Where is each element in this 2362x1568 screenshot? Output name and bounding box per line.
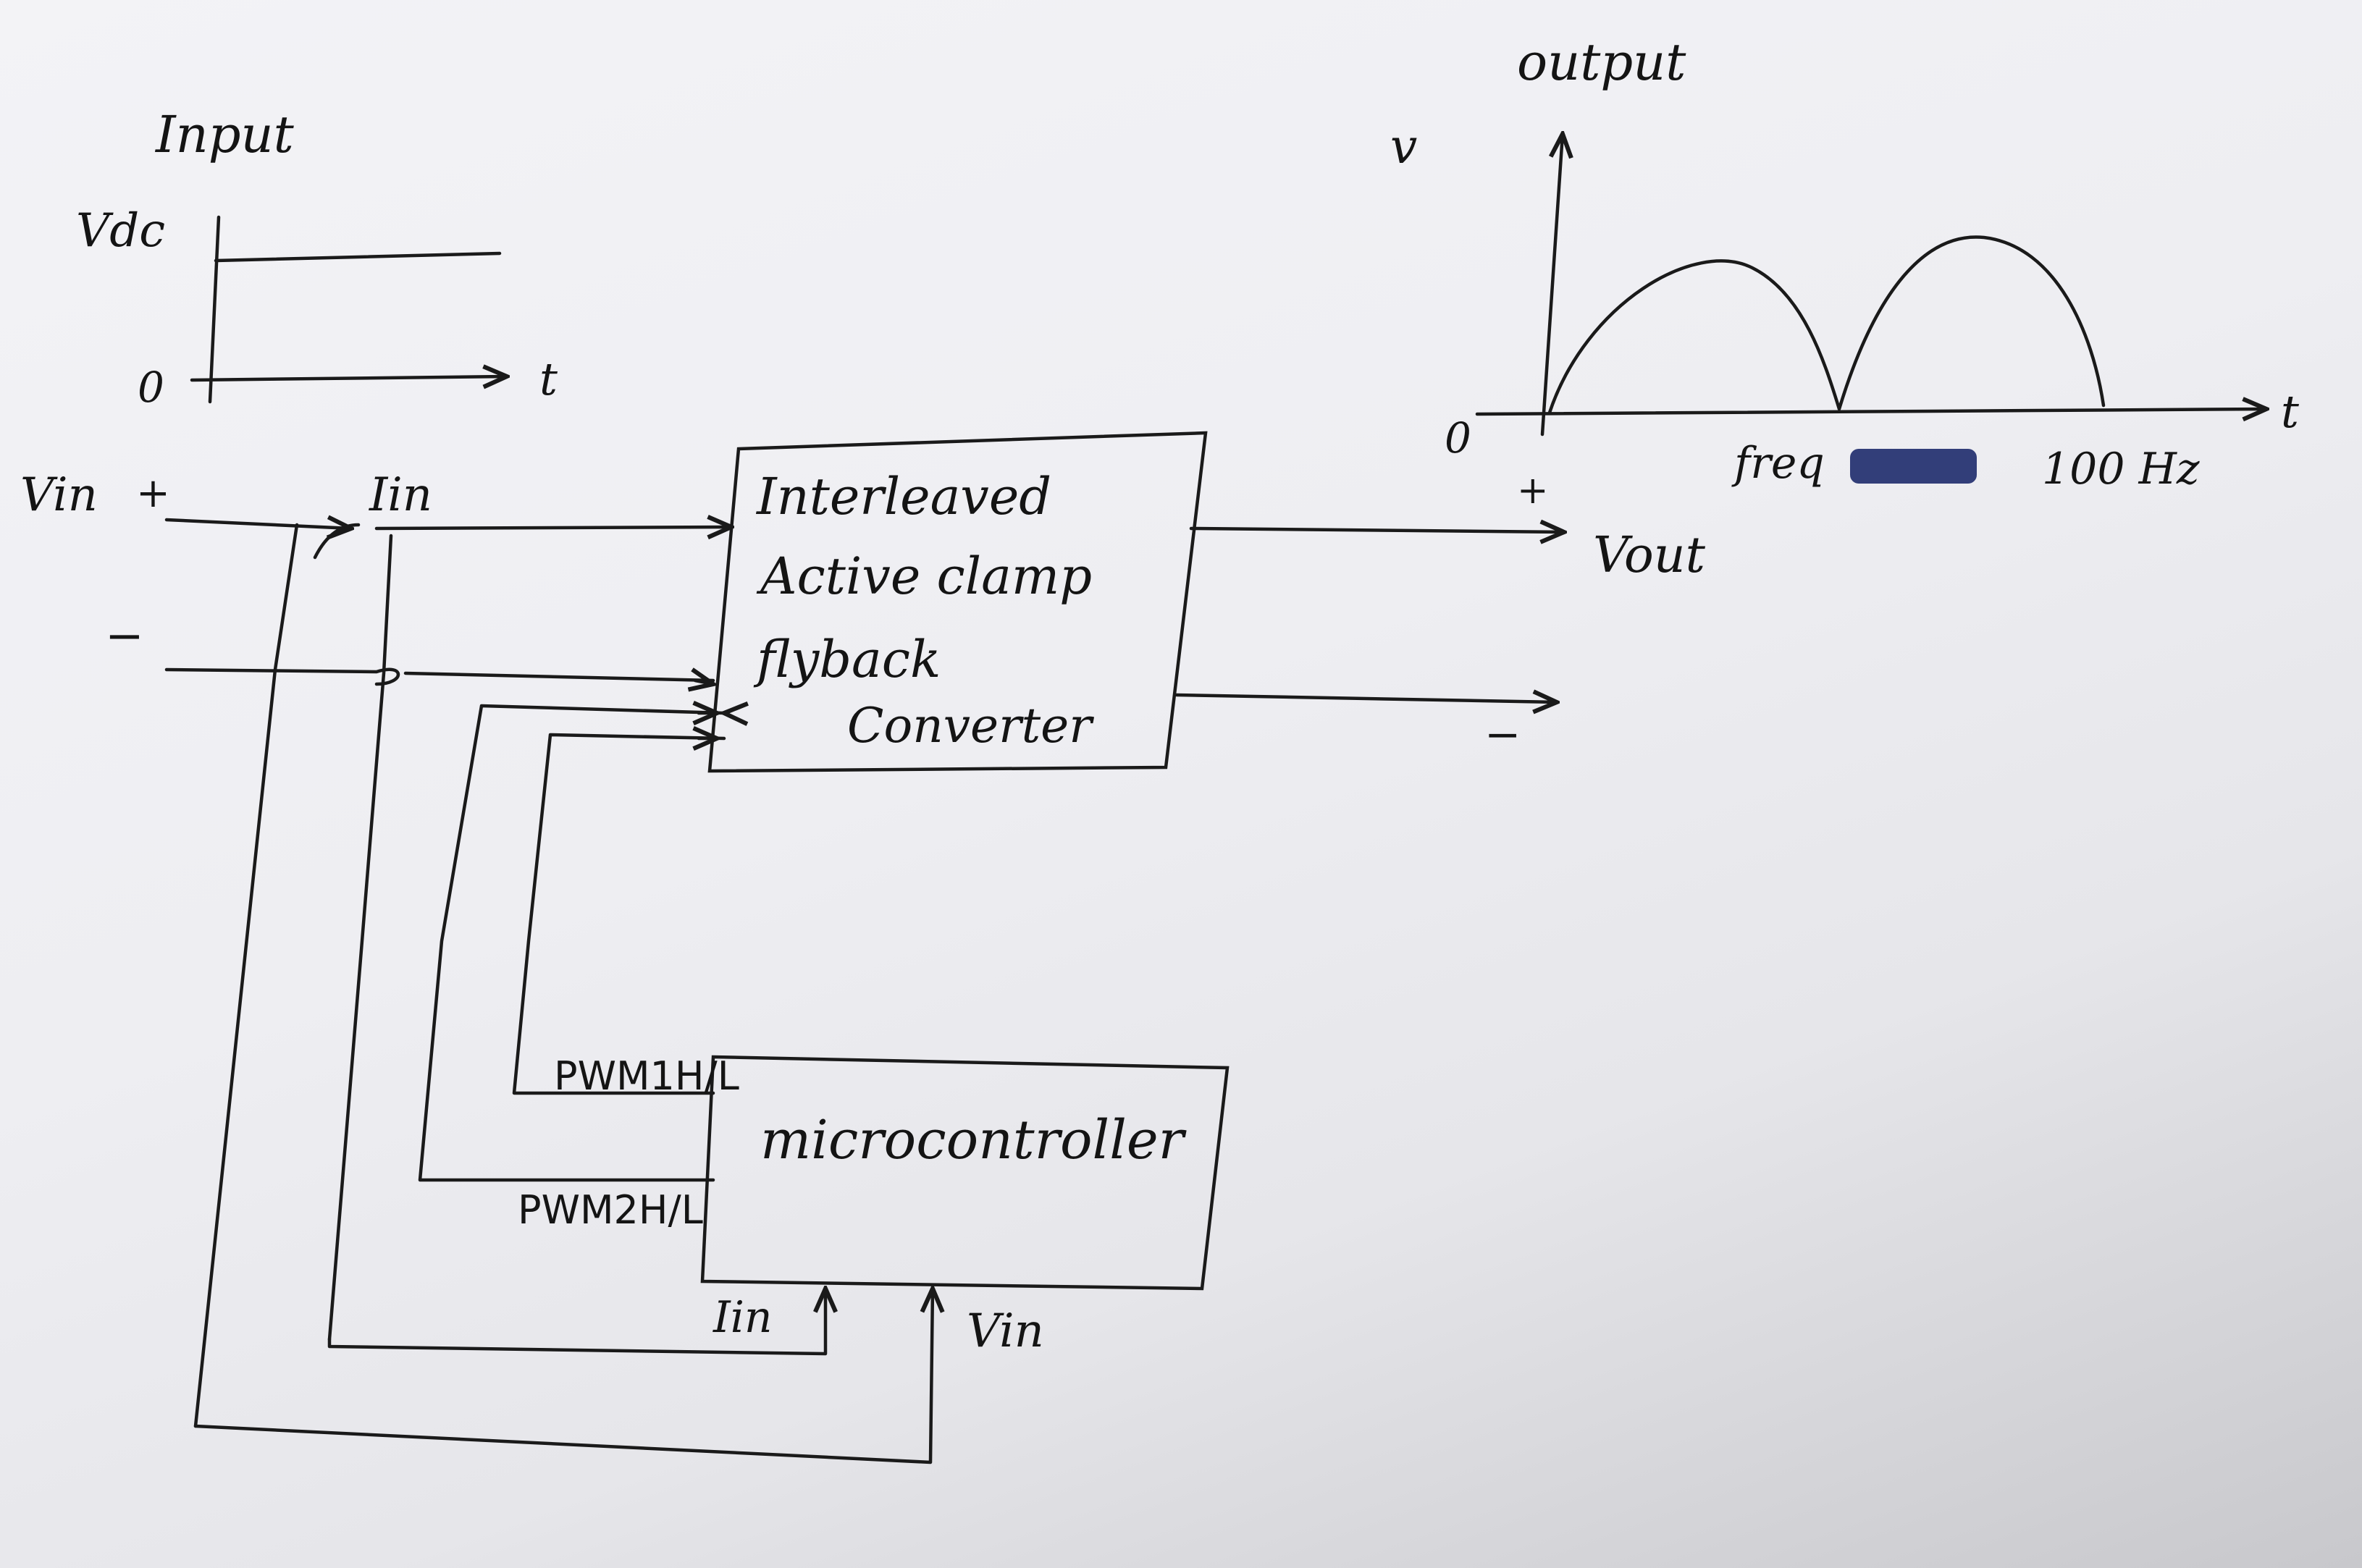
input-dc-level-line: [214, 251, 502, 263]
vin-minus-sign: −: [105, 610, 144, 663]
microcontroller-box: [700, 1055, 1230, 1291]
vout-minus-sign: −: [1484, 709, 1521, 760]
vin-plus-sign: +: [136, 470, 170, 517]
crossed-out-scribble: [1850, 449, 1977, 484]
freq-value: 100 Hz: [2042, 444, 2200, 494]
output-x-axis: [1475, 409, 2266, 414]
output-plot-y-label: v: [1390, 119, 1417, 174]
input-y-axis: [208, 215, 221, 404]
converter-box: [707, 431, 1208, 773]
iin-to-mcu-wire: [327, 1289, 825, 1356]
input-plot-x-label: t: [539, 353, 558, 405]
input-plot-y-label: Vdc: [76, 204, 165, 258]
vout-minus-line: [1174, 695, 1557, 702]
vin-plus-line-b: [374, 527, 731, 528]
mcu-iin-label: Iin: [713, 1292, 773, 1343]
pwm1-line: [512, 733, 726, 1095]
output-terminals: + Vout −: [1484, 469, 1706, 760]
freq-label: freq: [1731, 438, 1825, 489]
output-y-axis: [1540, 134, 1563, 437]
iin-sense-wire: [327, 534, 393, 1341]
converter-line4: Converter: [847, 698, 1094, 754]
pwm1-label: PWM1H/L: [554, 1053, 739, 1099]
pwm2-line: [418, 706, 724, 1182]
converter-line3: flyback: [753, 630, 941, 689]
converter-line1: Interleaved: [755, 467, 1051, 526]
input-x-axis: [190, 376, 507, 380]
rectified-sine-waveform: [1547, 235, 2106, 415]
vout-label: Vout: [1593, 527, 1706, 584]
converter-line2: Active clamp: [756, 547, 1092, 606]
vout-plus-line: [1189, 528, 1564, 532]
input-plot: Input Vdc 0 t: [76, 105, 558, 412]
input-plot-title: Input: [154, 105, 295, 164]
vin-to-mcu-wire: [193, 1289, 933, 1464]
vin-minus-arrow: [695, 680, 713, 684]
vin-label: Vin: [20, 468, 98, 522]
converter-block: Interleaved Active clamp flyback Convert…: [707, 431, 1208, 773]
output-plot-x-label: t: [2281, 385, 2299, 438]
iin-label: Iin: [369, 468, 432, 522]
input-plot-origin: 0: [138, 363, 164, 412]
mcu-vin-label: Vin: [967, 1304, 1044, 1358]
output-plot-origin: 0: [1445, 413, 1471, 463]
pwm2-label: PWM2H/L: [518, 1187, 703, 1233]
vout-plus-sign: +: [1517, 469, 1549, 513]
input-terminals: Vin + − Iin: [20, 468, 432, 663]
microcontroller-block: microcontroller PWM1H/L PWM2H/L Iin Vin: [518, 1053, 1230, 1358]
vin-plus-line-a: [164, 520, 351, 528]
vin-sense-wire: [193, 523, 299, 1428]
microcontroller-label: microcontroller: [760, 1109, 1188, 1171]
output-plot: output v 0 t freq 100 Hz: [1390, 33, 2299, 494]
vin-minus-line: [164, 667, 715, 686]
output-plot-title: output: [1517, 33, 1686, 92]
